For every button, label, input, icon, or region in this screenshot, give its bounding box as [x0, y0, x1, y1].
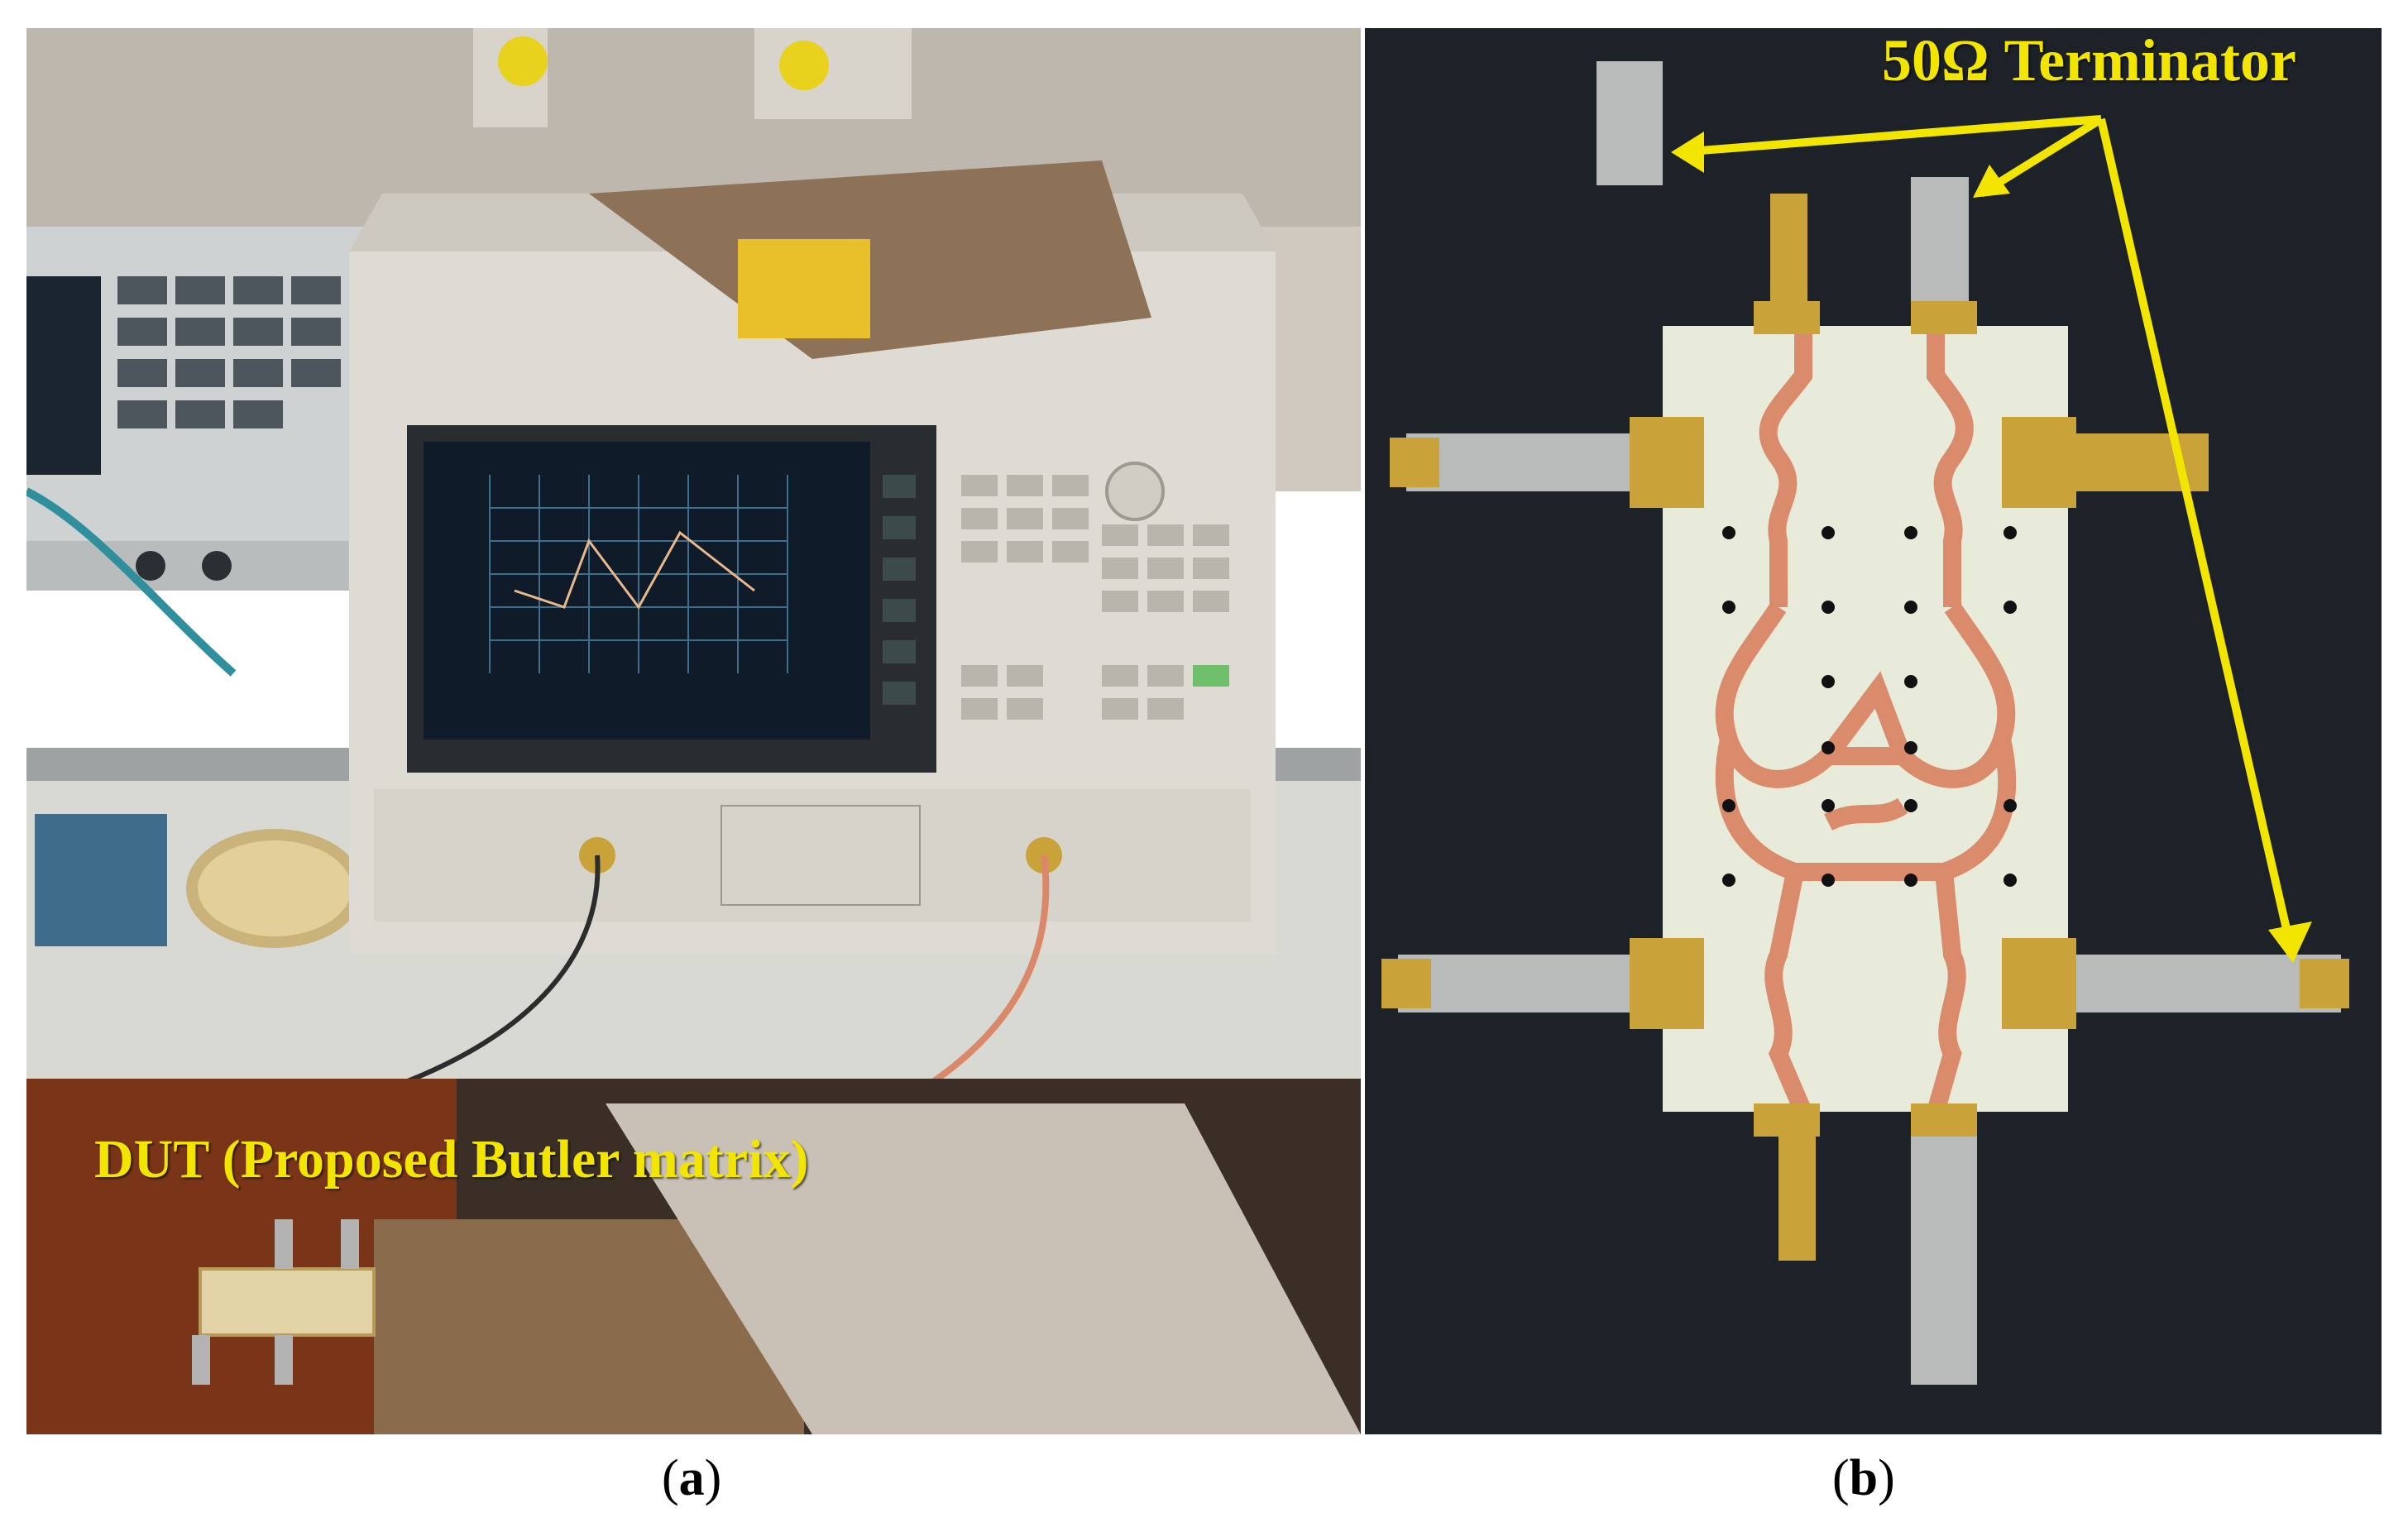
dut-board — [199, 1267, 376, 1337]
caption-b-letter: b — [1849, 1450, 1879, 1506]
socket-knob-2 — [779, 41, 829, 90]
dut-label: DUT (Proposed Butler matrix) — [94, 1129, 809, 1190]
caption-a-letter: a — [678, 1450, 705, 1506]
caption-b-open: ( — [1832, 1450, 1850, 1506]
caption-a-close: ) — [704, 1450, 722, 1506]
lab-setup-photo — [26, 28, 1361, 1434]
terminator-arrows — [1671, 115, 2312, 963]
butler-matrix-photo — [1365, 28, 2382, 1434]
caption-a: (a) — [662, 1449, 721, 1508]
sma-connectors — [1381, 61, 2349, 1385]
screen-trace — [514, 530, 755, 610]
socket-knob-1 — [498, 36, 548, 86]
terminator-label: 50Ω Terminator — [1882, 28, 2296, 93]
panel-b-pcb-photo: 50Ω Terminator — [1365, 28, 2382, 1434]
caption-b: (b) — [1832, 1449, 1895, 1508]
caption-a-open: ( — [662, 1450, 679, 1506]
panel-a-lab-photo: DUT (Proposed Butler matrix) — [26, 28, 1361, 1434]
caption-b-close: ) — [1878, 1450, 1895, 1506]
rotary-knob — [1105, 462, 1165, 521]
